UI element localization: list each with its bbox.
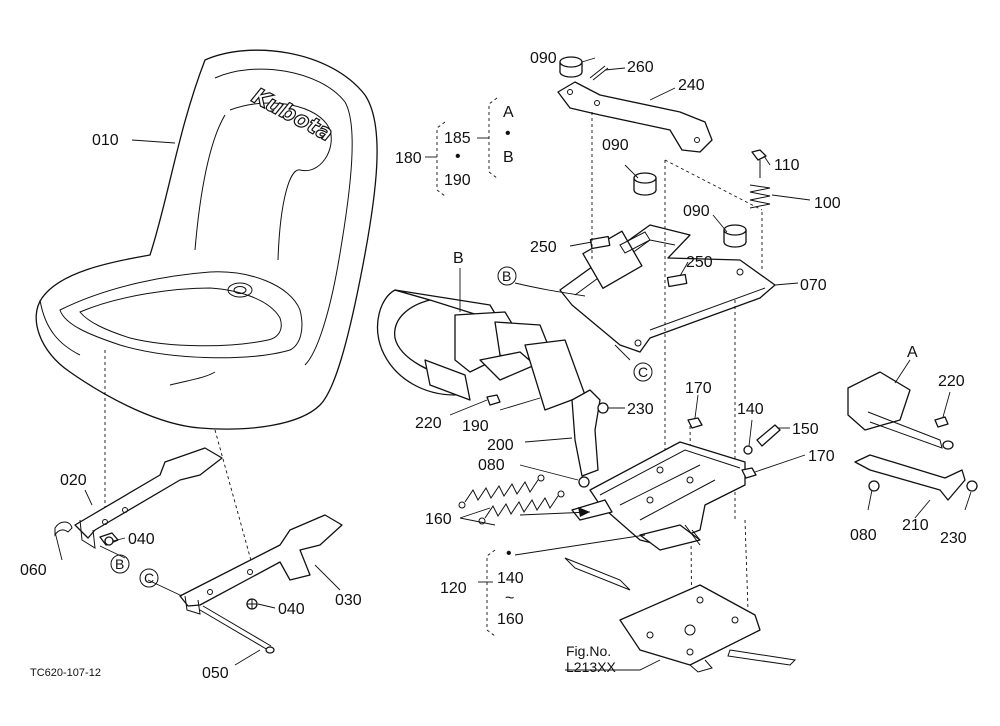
label-010: 010 [92, 132, 119, 149]
label-C-circled-rail: C [144, 570, 154, 586]
bolt-040-b [246, 598, 258, 610]
bolt-220-right [934, 416, 949, 428]
label-160-b: 160 [497, 611, 524, 628]
label-120: 120 [440, 580, 467, 597]
label-030: 030 [335, 592, 362, 609]
label-040-a: 040 [128, 531, 155, 548]
label-A-right: A [907, 344, 918, 361]
rubber-cushion-090-a [559, 56, 583, 78]
seat-belt [376, 289, 551, 401]
nut-230-left [597, 402, 609, 414]
label-060: 060 [20, 562, 47, 579]
label-230-a: 230 [627, 401, 654, 418]
label-185: 185 [444, 130, 471, 147]
label-080-a: 080 [478, 457, 505, 474]
bolt-110 [751, 149, 767, 178]
nut-080-left [578, 476, 590, 488]
label-dot-120: • [506, 545, 512, 562]
pad-250-a [589, 235, 611, 250]
leader-lines [54, 57, 972, 671]
label-020: 020 [60, 472, 87, 489]
belt-buckle-right [847, 371, 954, 450]
label-080-b: 080 [850, 527, 877, 544]
bolt-040-a [99, 532, 119, 546]
mounting-plate [564, 557, 797, 673]
spring-100 [749, 184, 771, 209]
bolt-170-b [741, 467, 757, 479]
label-250-b: 250 [686, 254, 713, 271]
label-200: 200 [487, 437, 514, 454]
nut-080-right [868, 480, 880, 492]
rod-050 [199, 605, 275, 654]
slide-rail-assembly [571, 441, 746, 551]
pin-150 [756, 424, 781, 447]
label-B-belt: B [453, 250, 464, 267]
bolt-170-a [687, 417, 703, 429]
label-B-circled-rail: B [115, 556, 124, 572]
rubber-cushion-090-b [633, 172, 657, 196]
washer-140 [743, 445, 753, 455]
label-110: 110 [774, 157, 800, 174]
pin-060 [54, 521, 73, 537]
label-070: 070 [800, 277, 827, 294]
label-250-a: 250 [530, 239, 557, 256]
label-220-b: 220 [938, 373, 965, 390]
label-190-b: 190 [462, 418, 489, 435]
seat-frame-070 [559, 224, 776, 353]
label-160: 160 [425, 511, 452, 528]
label-A-bracket: A [503, 104, 514, 121]
label-220-a: 220 [415, 415, 442, 432]
pad-250-b [666, 273, 688, 288]
label-040-b: 040 [278, 601, 305, 618]
bracket-200 [571, 389, 601, 477]
fig-number: L213XX [566, 659, 616, 675]
seat-rail-020 [74, 447, 223, 549]
nut-230-right [966, 480, 978, 492]
bracket-210 [854, 454, 966, 501]
label-190-a: 190 [444, 172, 471, 189]
rubber-cushion-090-c [723, 224, 747, 248]
fig-label: Fig.No. [566, 643, 611, 659]
label-090-a: 090 [530, 50, 557, 67]
label-090-c: 090 [683, 203, 710, 220]
label-090-b: 090 [602, 137, 629, 154]
springs-160 [458, 474, 565, 525]
label-C-circled: C [638, 364, 648, 380]
label-B-bracket: B [503, 149, 514, 166]
label-180: 180 [395, 150, 422, 167]
label-260: 260 [627, 59, 654, 76]
label-140-a: 140 [737, 401, 764, 418]
label-dot-ab: • [505, 125, 511, 142]
label-230-b: 230 [940, 530, 967, 547]
bolt-220-left [486, 394, 501, 406]
label-150: 150 [792, 421, 819, 438]
label-140-b: 140 [497, 570, 524, 587]
label-tilde: ~ [505, 590, 514, 607]
label-210: 210 [902, 517, 929, 534]
seat-010: Kubota [35, 49, 378, 430]
label-240: 240 [678, 77, 705, 94]
label-100: 100 [814, 195, 841, 212]
callout-labels: 010 020 040 060 030 040 050 090 260 240 … [20, 50, 967, 682]
label-170-a: 170 [685, 380, 712, 397]
label-170-b: 170 [808, 448, 835, 465]
drawing-code: TC620-107-12 [30, 667, 101, 679]
label-050: 050 [202, 665, 229, 682]
label-dot-185: • [455, 148, 461, 165]
split-pin-260 [589, 65, 609, 81]
bracket-240 [557, 81, 713, 153]
label-B-circled: B [502, 268, 511, 284]
seat-rail-030 [179, 514, 343, 615]
